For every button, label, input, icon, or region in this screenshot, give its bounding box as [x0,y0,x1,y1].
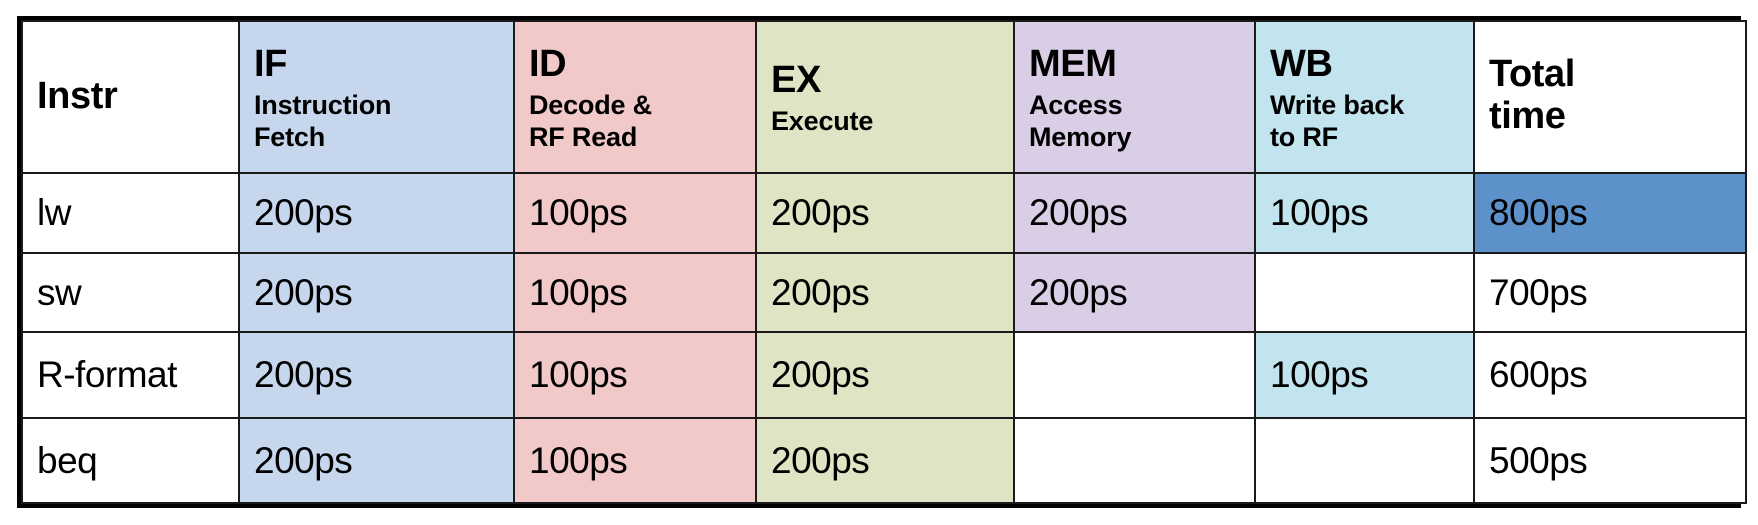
column-header-if-desc: Instruction Fetch [254,90,392,153]
column-header-mem-abbr: MEM [1029,43,1117,85]
row-label-sw: sw [21,251,240,334]
table-row: R-format 200ps 100ps 200ps 100ps 600ps [21,331,1747,419]
column-header-total-time: Total time [1473,20,1747,174]
column-header-id-desc: Decode & RF Read [529,90,652,153]
cell-beq-total: 500ps [1473,416,1747,505]
cell-sw-ex: 200ps [755,251,1015,334]
table-row: lw 200ps 100ps 200ps 200ps 100ps 800ps [21,172,1747,254]
cell-r-format-mem [1013,331,1256,419]
cell-sw-total: 700ps [1473,251,1747,334]
cell-lw-mem: 200ps [1013,172,1256,254]
cell-beq-ex: 200ps [755,416,1015,505]
column-header-if-abbr: IF [254,43,287,85]
cell-sw-mem: 200ps [1013,251,1256,334]
row-label-lw: lw [21,172,240,254]
cell-sw-wb [1254,251,1475,334]
column-header-ex-abbr: EX [771,58,821,101]
cell-r-format-id: 100ps [513,331,757,419]
column-header-ex-desc: Execute [771,106,874,137]
cell-r-format-total: 600ps [1473,331,1747,419]
column-header-if: IF Instruction Fetch [238,20,515,174]
cell-sw-id: 100ps [513,251,757,334]
table-body: lw 200ps 100ps 200ps 200ps 100ps 800ps s… [21,172,1747,505]
column-header-total-time-abbr: Total time [1489,53,1575,137]
pipeline-latency-table: Instr IF Instruction Fetch ID Decode & R… [17,16,1747,508]
column-header-wb: WB Write back to RF [1254,20,1475,174]
cell-r-format-wb: 100ps [1254,331,1475,419]
cell-lw-ex: 200ps [755,172,1015,254]
column-header-id: ID Decode & RF Read [513,20,757,174]
cell-beq-wb [1254,416,1475,505]
column-header-mem-desc: Access Memory [1029,90,1132,153]
cell-beq-if: 200ps [238,416,515,505]
column-header-instr-abbr: Instr [37,74,118,117]
cell-beq-mem [1013,416,1256,505]
cell-lw-total: 800ps [1473,172,1747,254]
header-row: Instr IF Instruction Fetch ID Decode & R… [21,20,1747,174]
cell-lw-id: 100ps [513,172,757,254]
column-header-ex: EX Execute [755,20,1015,174]
row-label-r-format: R-format [21,331,240,419]
row-label-beq: beq [21,416,240,505]
table-row: beq 200ps 100ps 200ps 500ps [21,416,1747,505]
cell-beq-id: 100ps [513,416,757,505]
cell-r-format-if: 200ps [238,331,515,419]
cell-lw-if: 200ps [238,172,515,254]
table-header: Instr IF Instruction Fetch ID Decode & R… [21,20,1747,174]
column-header-wb-desc: Write back to RF [1270,90,1405,153]
column-header-wb-abbr: WB [1270,43,1333,85]
cell-sw-if: 200ps [238,251,515,334]
instruction-stage-latency-table: Instr IF Instruction Fetch ID Decode & R… [21,20,1747,505]
cell-r-format-ex: 200ps [755,331,1015,419]
column-header-instr: Instr [21,20,240,174]
table-row: sw 200ps 100ps 200ps 200ps 700ps [21,251,1747,334]
column-header-id-abbr: ID [529,43,567,85]
cell-lw-wb: 100ps [1254,172,1475,254]
column-header-mem: MEM Access Memory [1013,20,1256,174]
